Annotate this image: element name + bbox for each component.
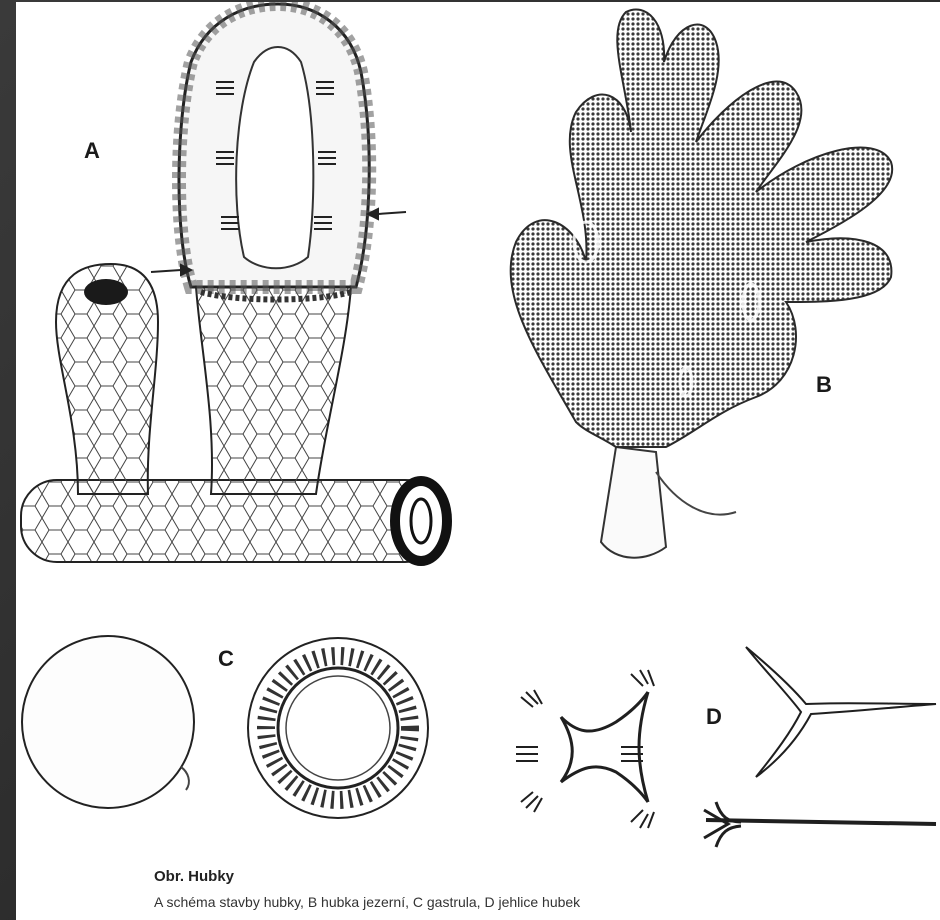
- sponge-illustration: [16, 2, 940, 920]
- caption-text: A schéma stavby hubky, B hubka jezerní, …: [154, 894, 580, 910]
- diagram-d-spicules: [516, 647, 936, 847]
- caption-title: Obr. Hubky: [154, 868, 234, 885]
- diagram-b-freshwater-sponge: [511, 9, 893, 557]
- label-a: A: [84, 138, 100, 164]
- label-b: B: [816, 372, 832, 398]
- diagram-a-sponge-structure: [21, 4, 447, 562]
- figure-panel: A B C D Obr. Hubky A schéma stavby hubky…: [16, 2, 940, 920]
- label-d: D: [706, 704, 722, 730]
- label-c: C: [218, 646, 234, 672]
